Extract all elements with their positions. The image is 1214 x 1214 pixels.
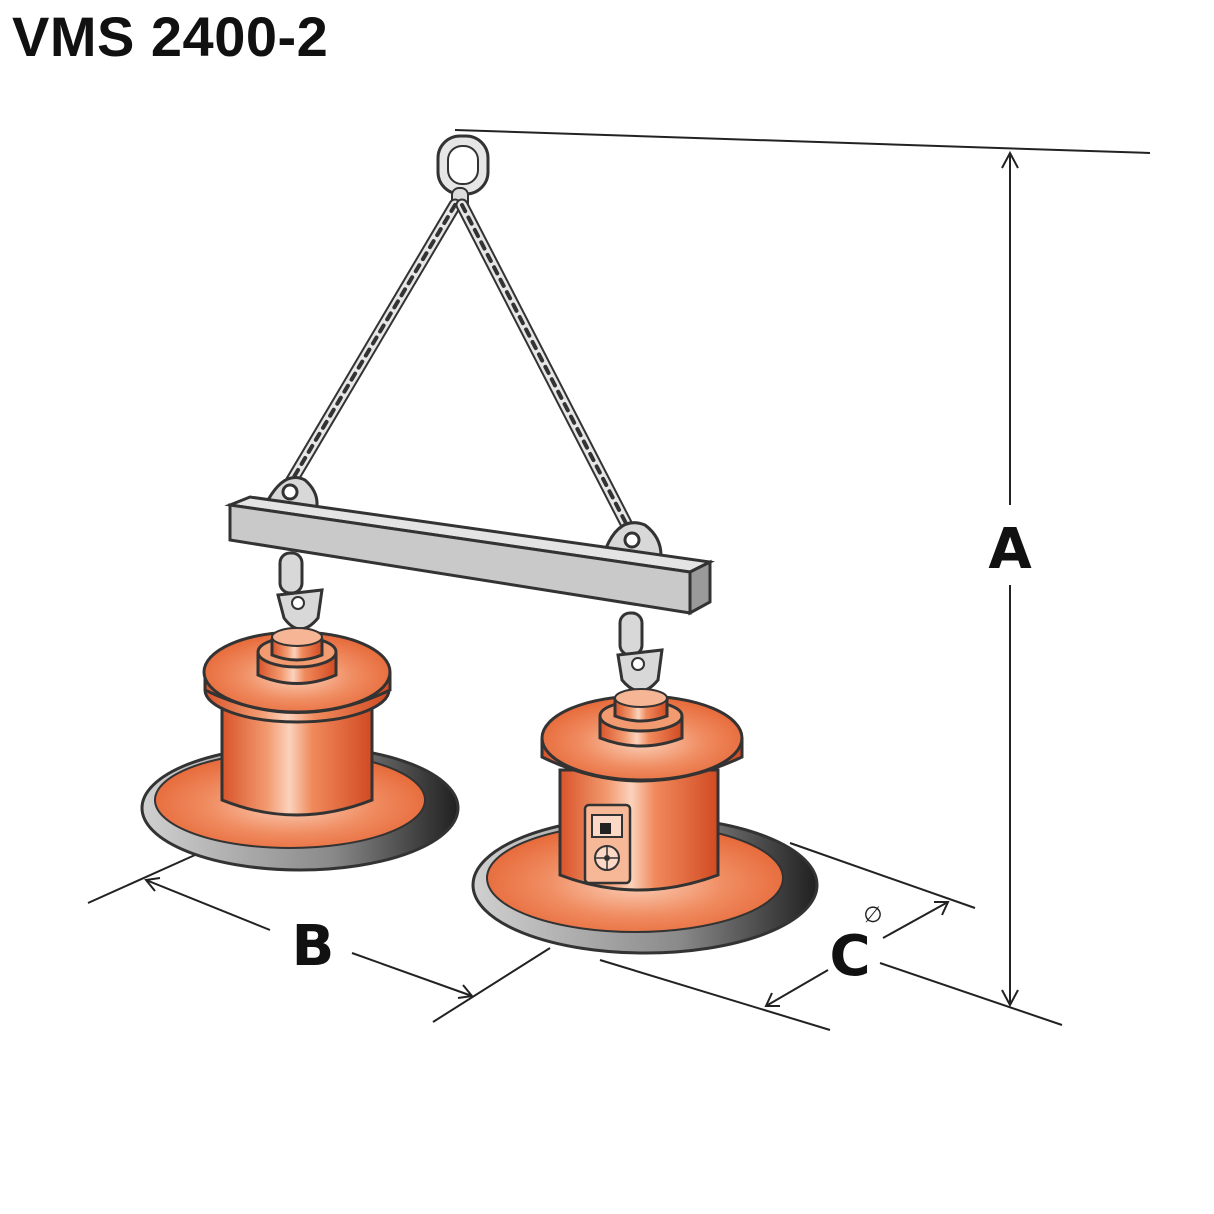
chain-icon — [278, 198, 639, 542]
control-panel-icon — [583, 803, 632, 885]
product-title: VMS 2400-2 — [12, 5, 329, 68]
dimension-b-label: B — [292, 914, 335, 979]
right-magnet — [471, 688, 819, 955]
left-magnet — [140, 627, 460, 872]
dimension-c-label: C — [829, 924, 870, 989]
shackle-icon — [276, 551, 324, 631]
dimension-a: A — [454, 129, 1151, 1026]
shackle-icon — [616, 611, 664, 693]
dimension-c: C ∅ — [599, 842, 976, 1031]
dimension-b: B — [87, 854, 551, 1023]
diameter-symbol: ∅ — [863, 903, 882, 928]
spreader-beam — [224, 476, 715, 616]
dimension-a-label: A — [988, 517, 1032, 582]
